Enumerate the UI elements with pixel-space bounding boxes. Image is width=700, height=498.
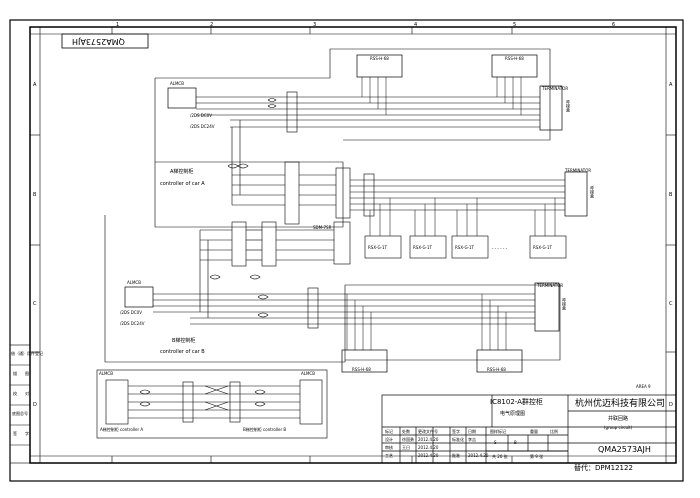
- car-b-label-cn: B梯控制柜: [172, 338, 196, 344]
- tb-r2-c1: 王日: [402, 445, 410, 450]
- power-dc24v-b: /2DS DC24V: [120, 321, 145, 326]
- tb-r0-c4: 日期: [468, 429, 476, 434]
- strip-2: 描 图: [13, 371, 29, 376]
- tb-r1-c4: 李吉: [468, 437, 476, 442]
- change-note: 替代：DPM12122: [574, 464, 633, 472]
- tb-r0-c3: 签字: [452, 429, 460, 434]
- tb-r3-c2: 2012.4.20: [418, 453, 439, 458]
- tb-r1-c0: 设计: [385, 437, 393, 442]
- row-D: D: [33, 402, 37, 408]
- col-4: 4: [414, 22, 418, 28]
- almcb-b-label: ALMCB: [127, 280, 141, 285]
- power-dc0v-b: /2DS DC0V: [120, 310, 142, 315]
- tb-r3-c3: 批准: [452, 453, 460, 458]
- circuit-cn: 并联回路: [608, 416, 629, 422]
- col-5: 5: [513, 22, 517, 28]
- hall-label-a: 呼梯盒: [566, 100, 571, 112]
- rsx-3: RSX-G-1T: [455, 245, 474, 250]
- rsx-2: RSX-G-1T: [413, 245, 432, 250]
- almcb-bottom-b: ALMCB: [301, 371, 315, 376]
- rsx-dashes: - - - - - -: [492, 246, 508, 251]
- corner-code: QMA2573AJH: [72, 37, 125, 46]
- company-name: 杭州优迈科技有限公司: [575, 399, 666, 409]
- car-a-label-en: controller of car A: [160, 181, 205, 187]
- outer-frame: [9, 19, 684, 482]
- strip-3: 校 对: [13, 391, 29, 396]
- strip-5: 签 字: [13, 431, 29, 436]
- row-A-right: A: [669, 82, 673, 88]
- row-B: B: [33, 192, 37, 198]
- tb-r0-c1: 处数: [402, 429, 410, 434]
- inner-frame: [29, 26, 677, 464]
- tb-r3-c0: 工艺: [385, 453, 393, 458]
- page-number: 第 9 张: [530, 454, 544, 459]
- almcb-a-label: ALMCB: [170, 81, 184, 86]
- terminator-b: TERMINATOR: [537, 283, 564, 288]
- stage-label: 图样标记: [490, 429, 506, 434]
- tb-r1-c1: 徐国勇: [402, 437, 414, 442]
- tb-r2-c2: 2012.4.20: [418, 445, 439, 450]
- product-name: IC8102-A群控柜: [490, 398, 543, 406]
- almcb-bottom-a: ALMCB: [99, 371, 113, 376]
- col-2: 2: [210, 22, 214, 28]
- weight-label: 重量: [530, 429, 538, 434]
- sdm-label: SDM-7SR: [313, 225, 332, 230]
- tb-r3-c4: 2012.4.20: [468, 453, 489, 458]
- rss-bottom-2: RSS-H-68: [487, 367, 506, 372]
- car-a-label-cn: A梯控制柜: [170, 169, 194, 175]
- doc-type: 电气原理图: [500, 411, 526, 417]
- row-A: A: [33, 82, 37, 88]
- power-dc24v-a: /2DS DC24V: [190, 124, 215, 129]
- terminator-a: TERMINATOR: [542, 86, 569, 91]
- mark-b: B: [514, 440, 517, 445]
- row-C-right: C: [669, 301, 673, 307]
- terminator-mid: TERMINATOR: [565, 168, 592, 173]
- strip-4: 底图总号: [12, 411, 28, 416]
- bottom-controller-a: A梯控制柜 controller A: [100, 427, 144, 432]
- col-1: 1: [116, 22, 120, 28]
- rsx-4: RSX-G-1T: [533, 245, 552, 250]
- rss-bottom-1: RSS-H-68: [352, 367, 371, 372]
- rsx-1: RSX-G-1T: [368, 245, 387, 250]
- power-dc0v-a: /2DS DC0V: [190, 113, 212, 118]
- row-C: C: [33, 301, 37, 307]
- page-total: 共 20 张: [492, 454, 508, 459]
- scale-label: 比例: [550, 429, 558, 434]
- tb-r2-c0: 审核: [385, 445, 393, 450]
- circuit-en: (group circuit): [604, 425, 633, 430]
- tb-r0-c0: 标记: [385, 429, 393, 434]
- row-B-right: B: [669, 192, 673, 198]
- tb-r0-c2: 更改文件号: [418, 429, 438, 434]
- mark-s: S: [494, 440, 497, 445]
- drawing-number: QMA2573AJH: [598, 445, 651, 454]
- tb-r1-c3: 标准化: [452, 437, 464, 442]
- strip-1: 借（通）用件登记: [11, 351, 43, 356]
- hall-label-mid: 呼梯盒: [590, 186, 595, 198]
- car-b-label-en: controller of car B: [160, 349, 205, 355]
- tb-r1-c2: 2012.4.20: [418, 437, 439, 442]
- rss-top-2: RSS-H-68: [505, 56, 524, 61]
- row-D-right: D: [669, 402, 673, 408]
- col-6: 6: [612, 22, 616, 28]
- bottom-controller-b: B梯控制柜 controller B: [243, 427, 287, 432]
- hall-label-b: 呼梯盒: [562, 298, 567, 310]
- col-3: 3: [313, 22, 317, 28]
- area-label: AREA 9: [636, 384, 651, 389]
- rss-top-1: RSS-H-68: [370, 56, 389, 61]
